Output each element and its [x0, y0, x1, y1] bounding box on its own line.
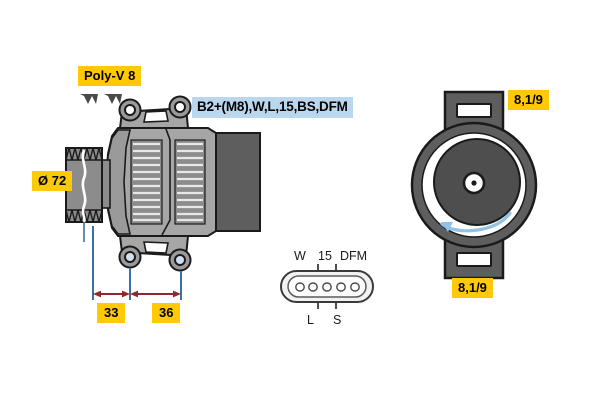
- connector-label-15: 15: [318, 249, 332, 263]
- dimension-lines-group: [92, 226, 182, 300]
- rear-cover: [212, 132, 261, 232]
- connector-label-l: L: [307, 313, 314, 327]
- bracket-bottom-slot: [456, 252, 492, 267]
- pulley-break-line: [81, 149, 87, 223]
- connector-tab-bottom: [317, 301, 337, 309]
- arrowhead-33-right: [122, 290, 130, 298]
- connector-label-dfm: DFM: [340, 249, 368, 263]
- bolt-hole-bottom-right: [174, 254, 186, 266]
- bolt-hole-top-right: [174, 101, 186, 113]
- connector-tab-top: [317, 264, 337, 272]
- connector-label-s: S: [333, 313, 342, 327]
- pulley-ribs-bottom: [65, 209, 103, 223]
- bolt-hole-top-left: [124, 104, 136, 116]
- arrowhead-36-right: [173, 290, 181, 298]
- shaft-center-point: [471, 180, 477, 186]
- bolt-hole-bottom-left: [124, 251, 136, 263]
- arrowhead-33-left: [93, 290, 101, 298]
- bracket-top-slot: [456, 103, 492, 118]
- callout-pulley-type: Poly-V 8: [78, 66, 142, 86]
- dimension-label-33: 33: [97, 303, 126, 323]
- poly-v-pulley: [65, 147, 103, 223]
- cooling-fins-rear: [174, 139, 206, 225]
- end-view-group: [410, 90, 538, 280]
- connector-detail-group: [280, 264, 374, 309]
- pulley-ribs-top: [65, 147, 103, 161]
- housing-seam: [161, 128, 171, 236]
- arrowhead-36-left: [130, 290, 138, 298]
- connector-pins: [295, 282, 360, 292]
- connector-label-w: W: [294, 249, 306, 263]
- rotation-arrowhead: [441, 222, 453, 232]
- side-view-group: [65, 94, 261, 300]
- callout-terminals: B2+(M8),W,L,15,BS,DFM: [192, 97, 353, 118]
- mounting-ear-bottom-slot: [143, 241, 169, 254]
- callout-mount-bottom: 8,1/9: [452, 278, 493, 298]
- drive-end-bell: [105, 129, 131, 235]
- callout-mount-top: 8,1/9: [508, 90, 549, 110]
- callout-pulley-diameter: Ø 72: [32, 171, 73, 191]
- cooling-fins-front: [130, 139, 163, 225]
- mounting-ear-top-slot: [143, 110, 169, 123]
- dimension-label-36: 36: [152, 303, 181, 323]
- poly-v-groove-icon: [80, 94, 122, 104]
